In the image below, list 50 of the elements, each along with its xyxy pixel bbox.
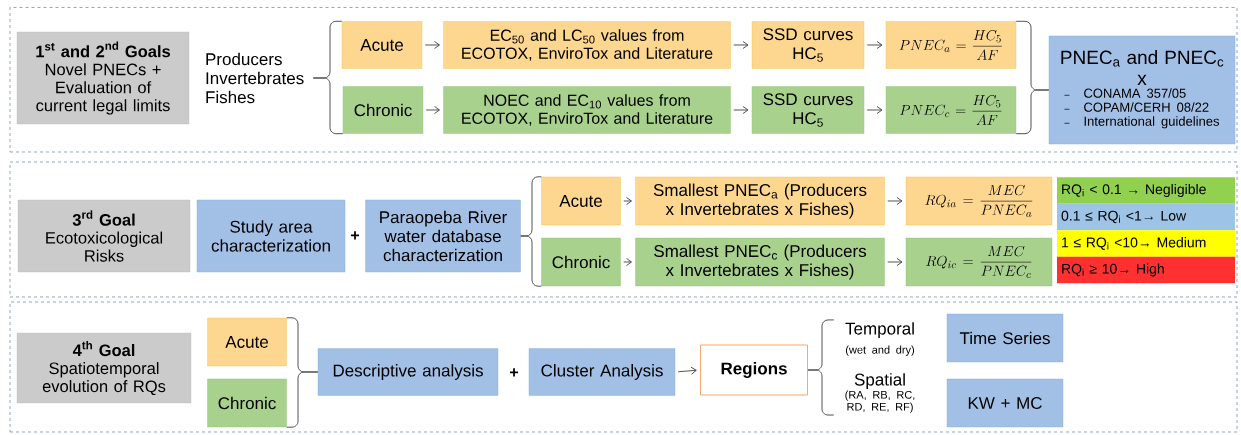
process-box: KW + MC bbox=[946, 378, 1064, 428]
arrow bbox=[733, 106, 749, 114]
analysis-label: Temporal (wet and dry) bbox=[845, 322, 914, 356]
arrow bbox=[887, 197, 903, 205]
arrow bbox=[623, 258, 632, 266]
process-box: SSD curves HC$_{5}$ bbox=[751, 86, 865, 134]
risk-class-box: RQ$_{i}$ < 0.1 → Negligible bbox=[1057, 177, 1235, 204]
arrow bbox=[425, 106, 440, 114]
process-box: Acute bbox=[341, 21, 423, 69]
process-box: Chronic bbox=[207, 378, 287, 428]
arrow bbox=[623, 197, 632, 205]
goal-box: $\textbf{1}^{\textbf{st}}\textbf{ and 2}^{\textbf{nd}}\textbf{ Goals}$ Novel PNECs + Evaluation of current legal limits bbox=[16, 31, 190, 125]
process-box: NOEC and EC$_{10}$ values from ECOTOX, EnviroTox and Literature bbox=[443, 86, 731, 134]
process-box: SSD curves HC$_{5}$ bbox=[751, 21, 865, 69]
section-frame bbox=[9, 161, 1238, 298]
goal-box: $\textbf{3}^{\textbf{rd}}\textbf{ Goal}$ Ecotoxicological Risks bbox=[17, 199, 191, 273]
arrow bbox=[424, 41, 440, 49]
process-box: Chronic bbox=[541, 237, 621, 287]
goal-box: $\textbf{4}^{\textbf{th}}\textbf{ Goal}$ Spatiotemporal evolution of RQs bbox=[16, 332, 192, 404]
process-box: Study area characterization bbox=[196, 199, 346, 273]
result-box: Regions bbox=[700, 344, 808, 396]
formula-box: $PNEC_{c}=\frac{HC_{5}}{AF}$ bbox=[885, 86, 1017, 134]
process-box: Acute bbox=[207, 317, 287, 367]
formula-box: $RQ_{ic}=\frac{MEC}{PNEC_{c}}$ bbox=[905, 237, 1053, 287]
process-box: Chronic bbox=[342, 86, 424, 134]
section-frame bbox=[9, 301, 1238, 433]
process-box: Acute bbox=[541, 176, 621, 226]
organism-list: Producers Invertebrates Fishes bbox=[206, 52, 304, 104]
process-box: Smallest PNEC$_{c}$ (Producers x Invertebrates x Fishes) bbox=[635, 237, 885, 287]
process-box: Time Series bbox=[946, 313, 1064, 363]
process-box: Paraopeba River water database characterization bbox=[365, 199, 521, 273]
risk-class-box: 0.1 ≤ RQ$_{i}$ <1→ Low bbox=[1057, 203, 1235, 231]
process-box: Smallest PNEC$_{a}$ (Producers x Invertebrates x Fishes) bbox=[635, 176, 885, 226]
risk-class-box: 1 ≤ RQ$_{i}$ <10→ Medium bbox=[1057, 230, 1235, 257]
comparison-box: PNEC$_{a}$ and PNEC$_{c}$ x CONAMA 357/05 COPAM/CERH 08/22 International guidelines bbox=[1048, 35, 1236, 145]
formula-box: $RQ_{ia}=\frac{MEC}{PNEC_{a}}$ bbox=[905, 176, 1053, 226]
arrow bbox=[866, 41, 883, 49]
analysis-label: Spatial (RA, RB, RC, RD, RE, RF) bbox=[845, 373, 915, 413]
section-frame bbox=[9, 7, 1238, 153]
plus-sign: + bbox=[510, 368, 519, 377]
risk-class-box: RQ$_{i}$ ≥ 10→ High bbox=[1057, 256, 1235, 284]
process-box: Descriptive analysis bbox=[317, 348, 499, 396]
arrow bbox=[866, 106, 883, 114]
arrow bbox=[733, 41, 749, 49]
process-box: Cluster Analysis bbox=[528, 348, 676, 396]
formula-box: $PNEC_{a}=\frac{HC_{5}}{AF}$ bbox=[885, 21, 1017, 69]
plus-sign: + bbox=[351, 231, 360, 240]
arrow bbox=[677, 366, 697, 375]
arrow bbox=[887, 258, 903, 266]
process-box: EC$_{50}$ and LC$_{50}$ values from ECOTOX, EnviroTox and Literature bbox=[443, 21, 731, 69]
